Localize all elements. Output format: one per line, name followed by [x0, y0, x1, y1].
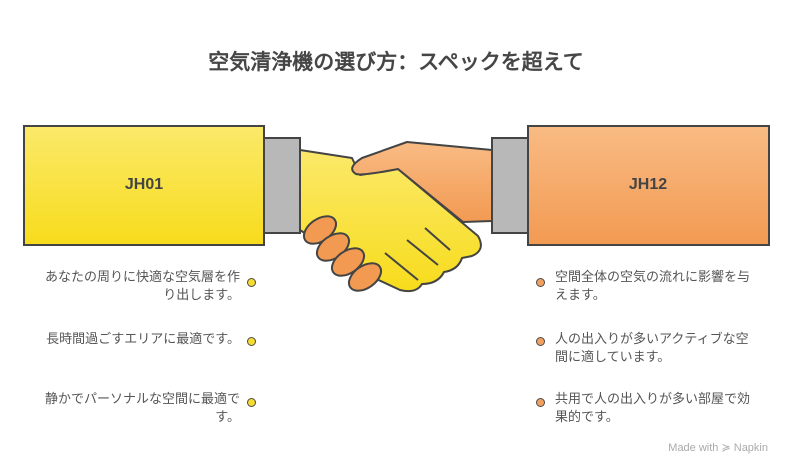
right-point: 空間全体の空気の流れに影響を与えます。	[555, 270, 751, 303]
bullet-dot-icon	[536, 398, 545, 407]
right-point: 人の出入りが多いアクティブな空間に適しています。	[555, 332, 749, 365]
right-box-label: JH12	[628, 176, 668, 193]
bullet-dot-icon	[536, 278, 545, 287]
bullet-dot-icon	[247, 398, 256, 407]
left-point: あなたの周りに快適な空気層を作り出します。	[44, 270, 240, 303]
right-point: 共用で人の出入りが多い部屋で効果的です。	[555, 392, 751, 425]
diagram-title: 空気清浄機の選び方：スペックを超えて	[208, 50, 584, 74]
left-box-label: JH01	[124, 176, 164, 193]
napkin-watermark: Made with ≽ Napkin	[668, 442, 768, 454]
right-box	[527, 125, 770, 246]
orange-fingers	[302, 215, 383, 292]
bullet-dot-icon	[536, 337, 545, 346]
finger-lines	[384, 227, 451, 281]
bullet-dot-icon	[247, 337, 256, 346]
bullet-dot-icon	[247, 278, 256, 287]
left-point: 長時間過ごすエリアに最適です。	[46, 332, 240, 347]
left-point: 静かでパーソナルな空間に最適です。	[44, 392, 240, 425]
left-cuff	[263, 137, 301, 234]
right-cuff	[491, 137, 529, 234]
orange-hand	[351, 141, 493, 223]
left-box	[23, 125, 265, 246]
